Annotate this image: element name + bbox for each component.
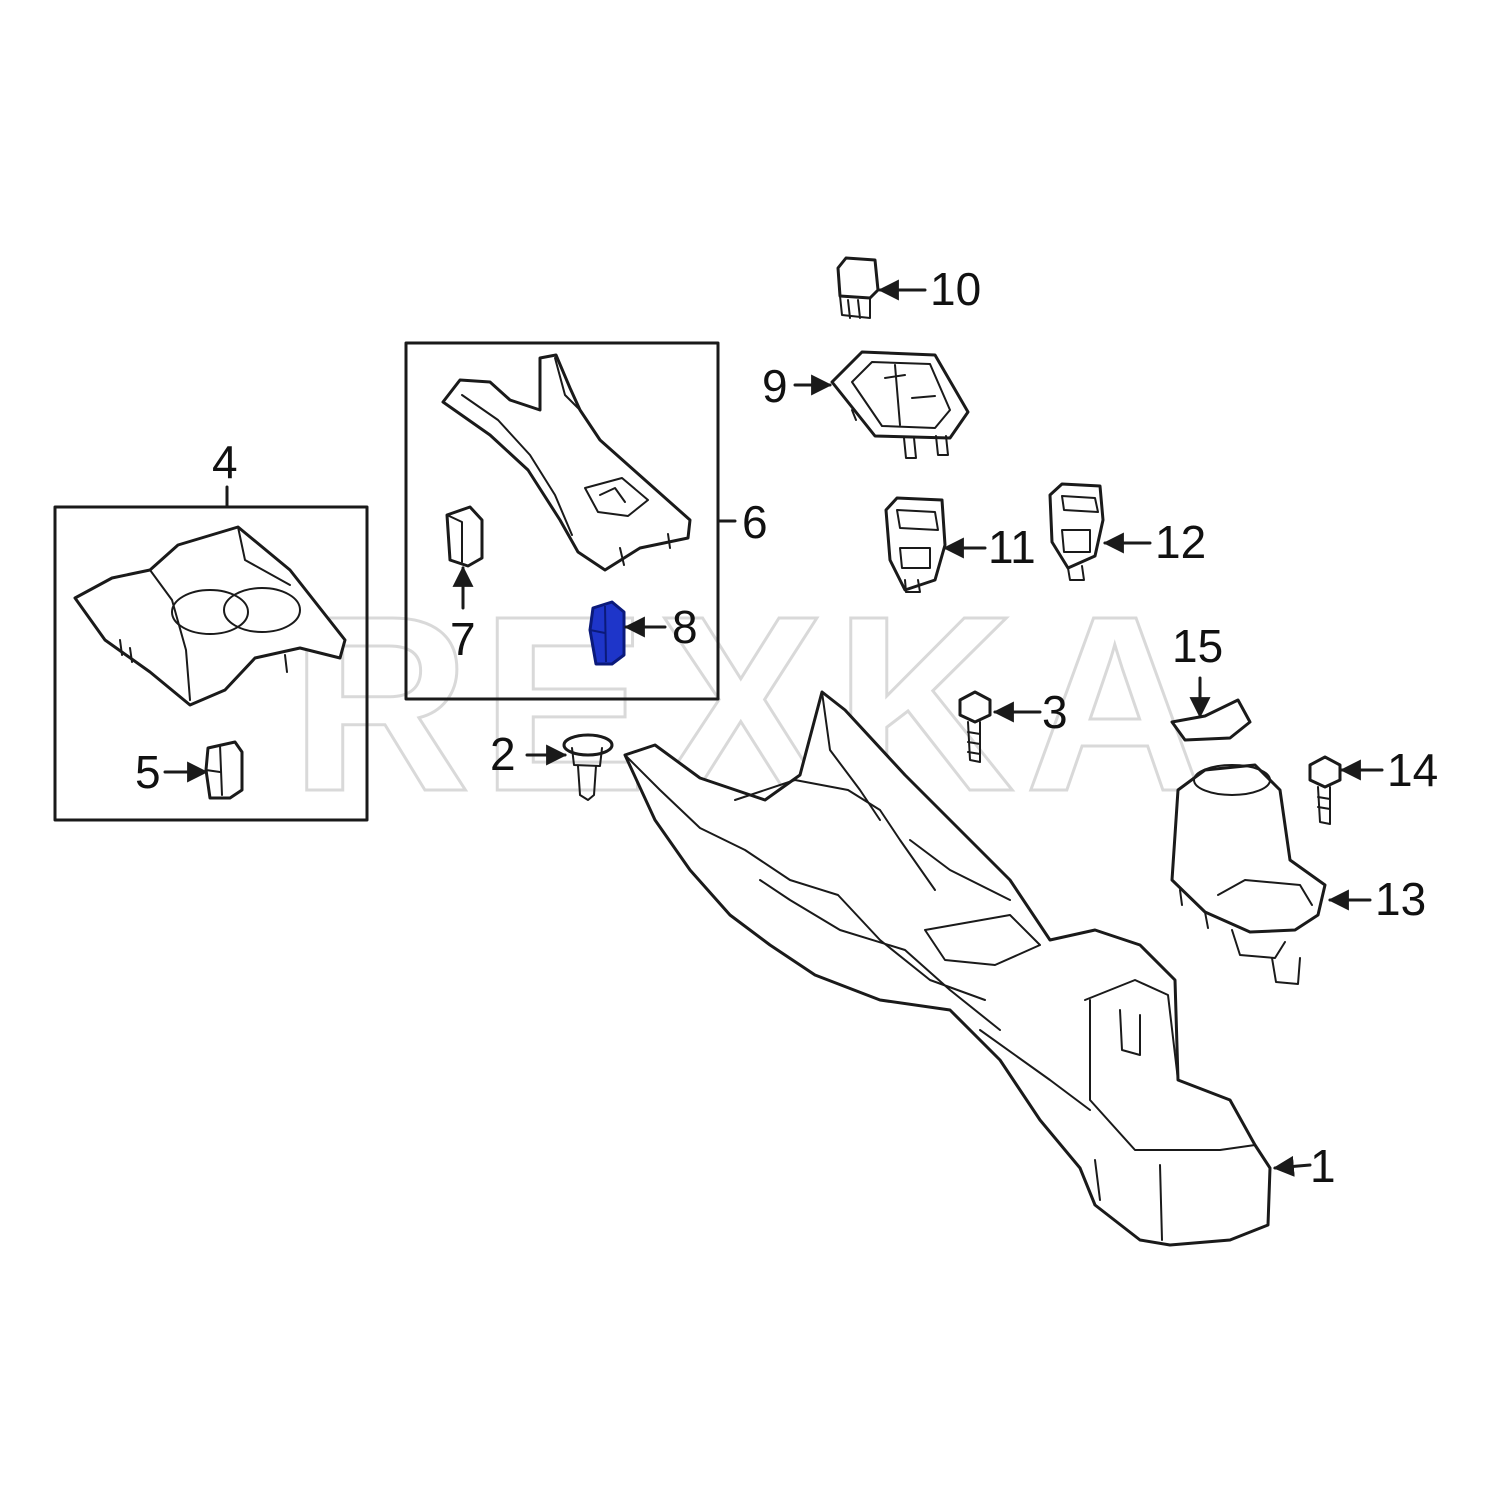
part-11-switch[interactable] (884, 496, 947, 593)
part-12-switch[interactable] (1048, 482, 1105, 581)
part-1-center-console[interactable] (623, 690, 1272, 1247)
callout-3: 3 (1042, 686, 1068, 738)
part-9-switch-bezel[interactable] (830, 350, 970, 459)
callout-7: 7 (450, 613, 476, 665)
callout-1: 1 (1310, 1140, 1336, 1192)
part-8-clip-highlighted[interactable] (588, 600, 626, 666)
part-7-cap[interactable] (445, 505, 484, 568)
part-13-rear-cup-holder[interactable] (1170, 763, 1327, 985)
arrow-1 (1272, 1155, 1312, 1177)
callout-15: 15 (1172, 620, 1223, 672)
callout-11: 11 (988, 521, 1036, 573)
part-10-button[interactable] (836, 256, 880, 319)
callout-14: 14 (1387, 744, 1438, 796)
leader-arrows (163, 279, 1384, 1177)
callout-8: 8 (672, 601, 698, 653)
callout-9: 9 (762, 360, 788, 412)
part-6-shift-panel[interactable] (441, 353, 692, 572)
callout-2: 2 (490, 728, 516, 780)
callout-12: 12 (1155, 516, 1206, 568)
callout-13: 13 (1375, 873, 1426, 925)
callout-6: 6 (742, 496, 768, 548)
part-4-cup-holder-panel[interactable] (73, 525, 347, 707)
callout-5: 5 (135, 746, 161, 798)
callout-4: 4 (212, 436, 238, 488)
group-box-4 (53, 505, 369, 822)
part-14-bolt[interactable] (1308, 755, 1342, 825)
callout-10: 10 (930, 263, 981, 315)
part-5-clip[interactable] (204, 740, 244, 800)
part-3-bolt[interactable] (958, 690, 992, 763)
